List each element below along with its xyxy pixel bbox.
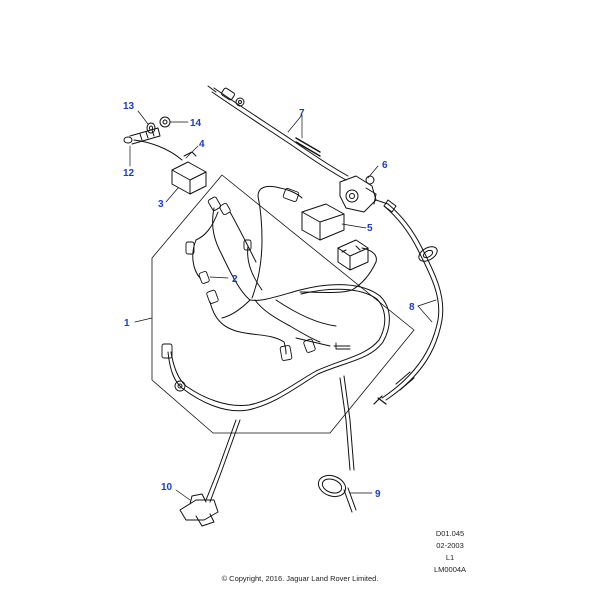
cable-tie-9 [317,375,357,513]
callout-13: 13 [123,101,135,112]
drawing-date: 02-2003 [436,541,464,550]
cable-8 [373,199,444,405]
drawing-level: L1 [445,553,455,562]
harness-connectors [161,188,351,392]
callout-4: 4 [199,139,205,150]
copyright-notice: © Copyright, 2016. Jaguar Land Rover Lim… [221,574,379,583]
callout-14: 14 [190,118,202,129]
sensor-6 [339,175,389,213]
callout-1: 1 [124,318,130,329]
relay-5 [301,203,345,241]
clip-10 [179,419,241,527]
drawing-ref: LM0004A [433,565,467,574]
speedo-cable-7 [207,85,349,181]
connector-block [337,239,369,271]
fasteners [123,116,183,161]
relay-3 [171,151,207,195]
callout-9: 9 [375,489,381,500]
callout-3: 3 [158,199,164,210]
harness-group-outline [151,174,415,434]
callouts: 1 2 3 4 5 6 7 8 9 10 12 13 14 [123,101,415,500]
callout-8: 8 [409,302,415,313]
callout-12: 12 [123,168,135,179]
drawing-code: D01.045 [435,529,465,538]
main-harness [167,185,390,412]
callout-2: 2 [232,274,238,285]
callout-10: 10 [161,482,173,493]
callout-5: 5 [367,223,373,234]
leader-lines [129,110,437,501]
callout-6: 6 [382,160,388,171]
callout-7: 7 [299,108,305,119]
